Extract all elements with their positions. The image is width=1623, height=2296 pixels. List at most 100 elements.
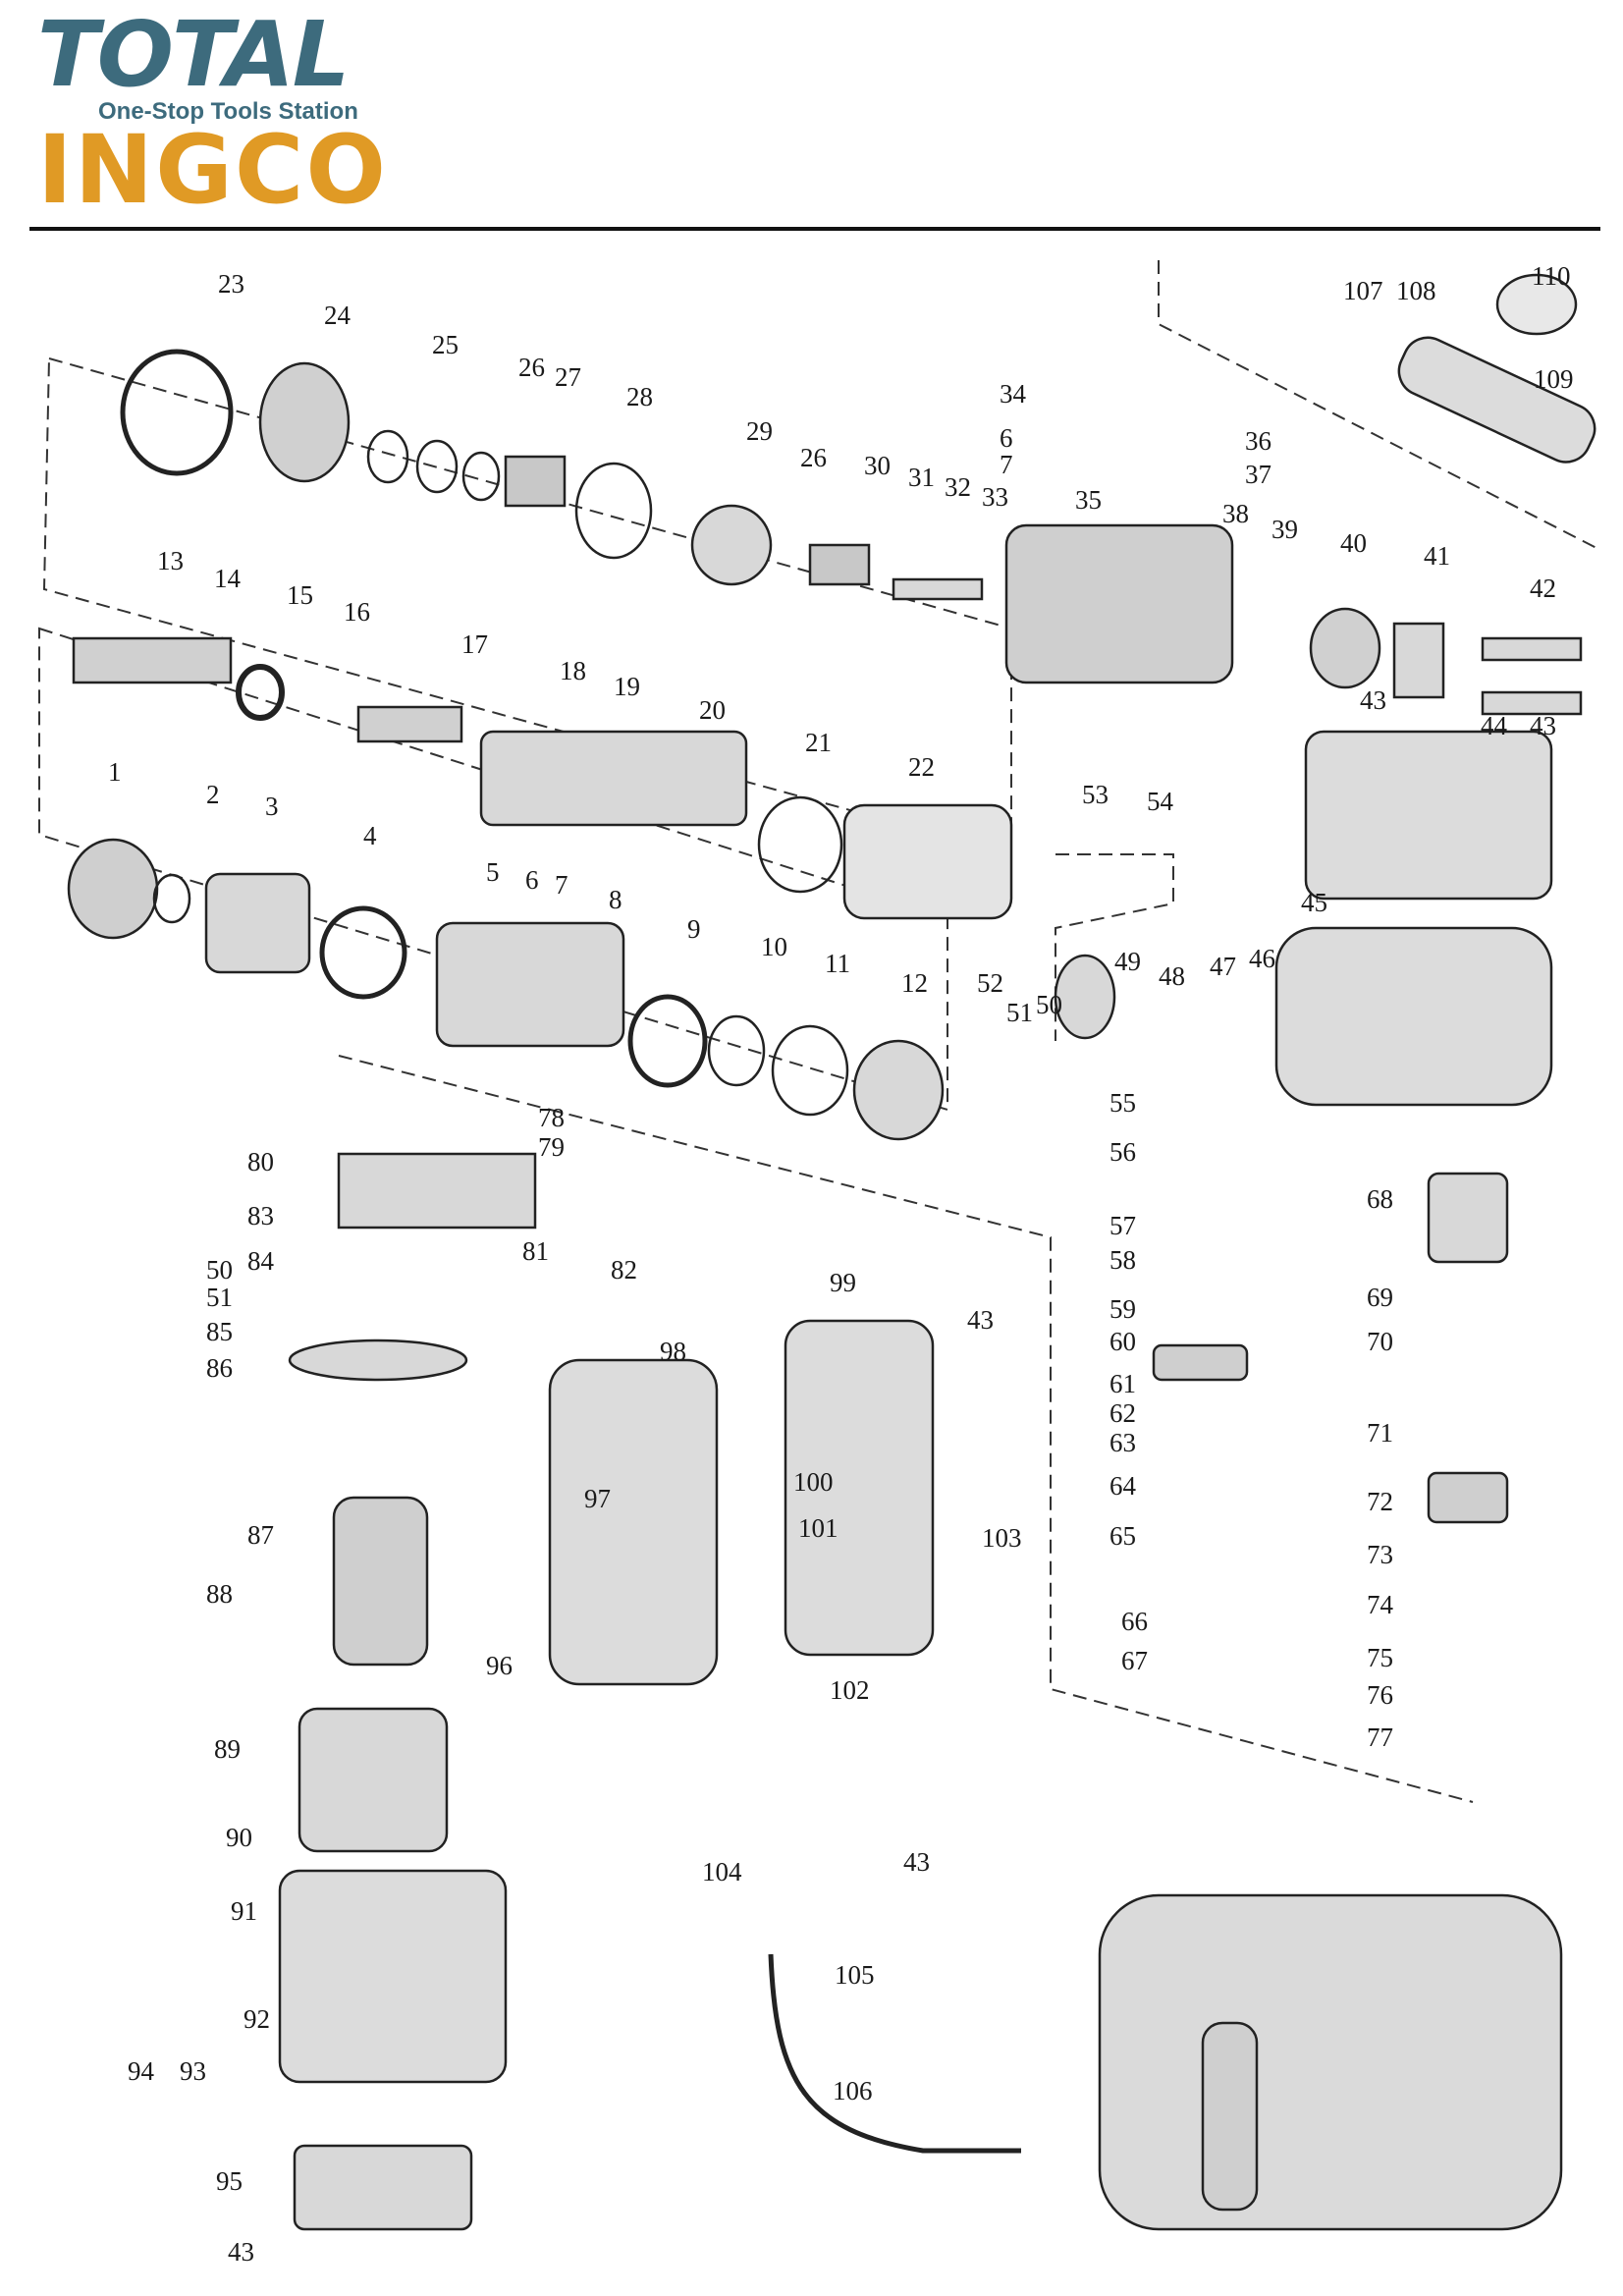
part-label-43-repeat-3: 43 — [1530, 711, 1556, 740]
part-label-20: 20 — [699, 695, 726, 725]
part-label-38: 38 — [1222, 499, 1249, 528]
part-label-92: 92 — [243, 2004, 270, 2034]
part-label-95: 95 — [216, 2166, 243, 2196]
part-label-50: 50 — [1036, 990, 1062, 1019]
part-22-sleeve — [842, 803, 1013, 920]
part-label-18: 18 — [560, 656, 586, 685]
part-14-spindle — [72, 636, 233, 684]
part-label-22: 22 — [908, 752, 935, 782]
part-label-91: 91 — [231, 1896, 257, 1926]
part-label-36: 36 — [1245, 426, 1271, 456]
part-91-motor-housing — [278, 1869, 508, 2084]
part-label-98: 98 — [660, 1337, 686, 1366]
header-rule — [29, 227, 1600, 231]
part-label-41: 41 — [1424, 541, 1450, 571]
part-label-5: 5 — [486, 857, 500, 887]
part-label-51-repeat-8: 51 — [206, 1283, 233, 1312]
header: TOTAL One-Stop Tools Station INGCO — [0, 0, 1623, 236]
part-label-57: 57 — [1109, 1211, 1136, 1240]
part-28-retainer — [574, 462, 653, 560]
part-label-73: 73 — [1367, 1540, 1393, 1569]
part-label-63: 63 — [1109, 1428, 1136, 1457]
part-label-31: 31 — [908, 463, 935, 492]
part-label-88: 88 — [206, 1579, 233, 1609]
part-label-17: 17 — [461, 629, 488, 659]
part-label-104: 104 — [702, 1857, 742, 1886]
part-label-43-repeat-4: 43 — [967, 1305, 994, 1335]
part-label-8: 8 — [609, 885, 622, 914]
part-label-60: 60 — [1109, 1327, 1136, 1356]
part-label-16: 16 — [344, 597, 370, 627]
part-label-6-repeat-0: 6 — [1000, 423, 1013, 453]
part-label-40: 40 — [1340, 528, 1367, 558]
part-label-107: 107 — [1343, 276, 1383, 305]
part-label-53: 53 — [1082, 780, 1109, 809]
part-110-clamp — [1495, 273, 1578, 336]
part-38-gearbox-housing — [1004, 523, 1234, 684]
part-label-90: 90 — [226, 1823, 252, 1852]
part-label-81: 81 — [522, 1236, 549, 1266]
part-label-99: 99 — [830, 1268, 856, 1297]
part-4-spring — [319, 905, 407, 1000]
part-2-washer — [152, 873, 191, 924]
part-label-9: 9 — [687, 914, 701, 944]
part-label-61: 61 — [1109, 1369, 1136, 1398]
part-label-85: 85 — [206, 1317, 233, 1346]
part-95-end-cover — [293, 2144, 473, 2231]
part-label-7-repeat-1: 7 — [1000, 450, 1013, 479]
part-label-70: 70 — [1367, 1327, 1393, 1356]
part-label-97: 97 — [584, 1484, 611, 1513]
part-8-holder — [435, 921, 625, 1048]
part-label-96: 96 — [486, 1651, 513, 1680]
part-40-bearing-housing — [1309, 607, 1381, 689]
part-label-48: 48 — [1159, 961, 1185, 991]
part-label-58: 58 — [1109, 1245, 1136, 1275]
part-label-30: 30 — [864, 451, 891, 480]
part-label-44: 44 — [1481, 711, 1508, 740]
part-label-89: 89 — [214, 1734, 241, 1764]
part-label-65: 65 — [1109, 1521, 1136, 1551]
part-label-35: 35 — [1075, 485, 1102, 515]
part-label-64: 64 — [1109, 1471, 1137, 1501]
part-11-ring — [771, 1024, 849, 1117]
part-label-74: 74 — [1367, 1590, 1394, 1619]
part-label-108: 108 — [1396, 276, 1436, 305]
part-label-13: 13 — [157, 546, 184, 575]
part-label-24: 24 — [324, 301, 352, 330]
part-label-33: 33 — [982, 482, 1008, 512]
part-44-upper-housing — [1304, 730, 1553, 901]
part-label-28: 28 — [626, 382, 653, 411]
part-9-ring — [627, 994, 708, 1088]
frame-handle-assembly — [1158, 260, 1601, 551]
part-60-gear — [1152, 1343, 1249, 1382]
part-label-3: 3 — [265, 792, 279, 821]
part-24-gear-ring — [258, 361, 351, 483]
part-label-55: 55 — [1109, 1088, 1136, 1118]
part-label-39: 39 — [1271, 515, 1298, 544]
part-label-105: 105 — [835, 1960, 875, 1990]
part-label-62: 62 — [1109, 1398, 1136, 1428]
part-label-7: 7 — [555, 870, 568, 900]
part-label-15: 15 — [287, 580, 313, 610]
part-label-29: 29 — [746, 416, 773, 446]
part-80-gear-cover — [337, 1152, 537, 1230]
part-label-93: 93 — [180, 2056, 206, 2086]
part-10-ring — [707, 1014, 766, 1087]
part-49-lever — [1054, 954, 1116, 1040]
part-label-110: 110 — [1532, 261, 1571, 291]
part-label-68: 68 — [1367, 1184, 1393, 1214]
part-87-armature — [332, 1496, 429, 1667]
part-label-26: 26 — [518, 353, 545, 382]
part-label-76: 76 — [1367, 1680, 1393, 1710]
part-68-shaft — [1427, 1172, 1509, 1264]
total-logo: TOTAL — [37, 2, 350, 107]
part-label-56: 56 — [1109, 1137, 1136, 1167]
part-label-102: 102 — [830, 1675, 870, 1705]
part-label-27: 27 — [555, 362, 581, 392]
part-label-43: 43 — [1360, 685, 1386, 715]
part-label-10: 10 — [761, 932, 787, 961]
part-25-circlip — [366, 429, 409, 484]
part-label-83: 83 — [247, 1201, 274, 1230]
part-17-striker — [356, 705, 463, 743]
part-label-2: 2 — [206, 780, 220, 809]
